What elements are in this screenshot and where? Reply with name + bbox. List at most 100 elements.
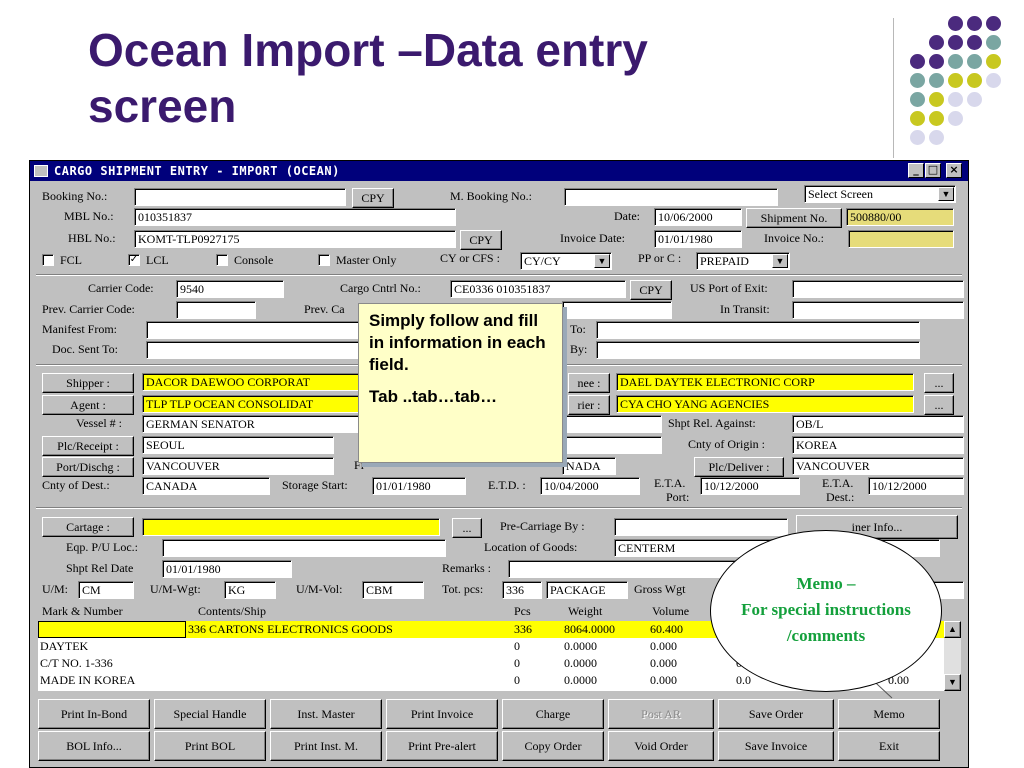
save-order-button[interactable]: Save Order xyxy=(718,699,834,729)
cpy-hbl-button[interactable]: CPY xyxy=(460,230,502,250)
decorative-dot xyxy=(929,35,944,50)
special-handle-button[interactable]: Special Handle xyxy=(154,699,266,729)
consignee-button[interactable]: nee : xyxy=(568,373,610,393)
mbl-label: MBL No.: xyxy=(64,209,114,223)
pp-or-c-dropdown[interactable]: PREPAID ▼ xyxy=(696,252,790,270)
lcl-checkbox[interactable]: ✓ xyxy=(128,254,140,266)
exit-button[interactable]: Exit xyxy=(838,731,940,761)
inst-master-button[interactable]: Inst. Master xyxy=(270,699,382,729)
date-input[interactable]: 10/06/2000 xyxy=(654,208,742,226)
eta-port-input[interactable]: 10/12/2000 xyxy=(700,477,800,495)
print-in-bond-button[interactable]: Print In-Bond xyxy=(38,699,150,729)
row-pcs: 0 xyxy=(514,639,520,653)
plc-deliver-button[interactable]: Plc/Deliver : xyxy=(694,457,784,477)
cpy-cargo-button[interactable]: CPY xyxy=(630,280,672,300)
scroll-down-icon[interactable]: ▼ xyxy=(944,674,961,691)
invoice-no-label: Invoice No.: xyxy=(764,231,824,245)
port-dischg-input[interactable]: VANCOUVER xyxy=(142,457,334,475)
to-input[interactable] xyxy=(596,321,920,339)
bol-info-button[interactable]: BOL Info... xyxy=(38,731,150,761)
post-ar-button[interactable]: Post AR xyxy=(608,699,714,729)
vessel-input[interactable]: GERMAN SENATOR xyxy=(142,415,360,433)
etd-input[interactable]: 10/04/2000 xyxy=(540,477,640,495)
console-checkbox[interactable] xyxy=(216,254,228,266)
print-pre-alert-button[interactable]: Print Pre-alert xyxy=(386,731,498,761)
charge-button[interactable]: Charge xyxy=(502,699,604,729)
select-screen-dropdown[interactable]: Select Screen ▼ xyxy=(804,185,956,203)
tot-pcs-input[interactable]: 336 xyxy=(502,581,542,599)
cy-cfs-dropdown[interactable]: CY/CY ▼ xyxy=(520,252,612,270)
fi-country-input[interactable]: NADA xyxy=(562,457,616,475)
instruction-callout: Simply follow and fill in information in… xyxy=(358,303,563,463)
master-only-checkbox[interactable] xyxy=(318,254,330,266)
cnty-dest-input[interactable]: CANADA xyxy=(142,477,270,495)
invoice-no-input[interactable] xyxy=(848,230,954,248)
prev-carrier-input[interactable] xyxy=(176,301,256,319)
pre-carriage-input[interactable] xyxy=(614,518,788,536)
shpt-rel-against-input[interactable]: OB/L xyxy=(792,415,964,433)
plc-receipt-extra-input[interactable] xyxy=(562,436,662,454)
scroll-up-icon[interactable]: ▲ xyxy=(944,621,961,638)
print-invoice-button[interactable]: Print Invoice xyxy=(386,699,498,729)
um-vol-input[interactable]: CBM xyxy=(362,581,424,599)
consignee-input[interactable]: DAEL DAYTEK ELECTRONIC CORP xyxy=(616,373,914,391)
shpt-rel-date-input[interactable]: 01/01/1980 xyxy=(162,560,292,578)
carrier-input[interactable]: CYA CHO YANG AGENCIES xyxy=(616,395,914,413)
prev-cargo-input[interactable] xyxy=(562,301,672,319)
row-mark[interactable] xyxy=(38,621,186,638)
shipper-input[interactable]: DACOR DAEWOO CORPORAT xyxy=(142,373,360,391)
plc-deliver-input[interactable]: VANCOUVER xyxy=(792,457,964,475)
consignee-lookup-button[interactable]: ... xyxy=(924,373,954,393)
in-transit-input[interactable] xyxy=(792,301,964,319)
agent-input[interactable]: TLP TLP OCEAN CONSOLIDAT xyxy=(142,395,360,413)
storage-start-input[interactable]: 01/01/1980 xyxy=(372,477,466,495)
print-inst-m-button[interactable]: Print Inst. M. xyxy=(270,731,382,761)
shipment-no-input[interactable]: 500880/00 xyxy=(846,208,954,226)
print-bol-button[interactable]: Print BOL xyxy=(154,731,266,761)
us-port-input[interactable] xyxy=(792,280,964,298)
table-row[interactable]: DAYTEK 0 0.0000 0.000 xyxy=(38,638,948,655)
manifest-from-input[interactable] xyxy=(146,321,360,339)
cartage-input[interactable] xyxy=(142,518,440,536)
carrier-lookup-button[interactable]: ... xyxy=(924,395,954,415)
shipper-button[interactable]: Shipper : xyxy=(42,373,134,393)
doc-sent-input[interactable] xyxy=(146,341,360,359)
hbl-input[interactable]: KOMT-TLP0927175 xyxy=(134,230,456,248)
cpy-booking-button[interactable]: CPY xyxy=(352,188,394,208)
close-button[interactable]: × xyxy=(946,163,962,178)
um-wgt-input[interactable]: KG xyxy=(224,581,276,599)
fcl-checkbox[interactable] xyxy=(42,254,54,266)
plc-receipt-input[interactable]: SEOUL xyxy=(142,436,334,454)
package-input[interactable]: PACKAGE xyxy=(546,581,628,599)
carrier-code-input[interactable]: 9540 xyxy=(176,280,284,298)
grid-scrollbar[interactable]: ▲ ▼ xyxy=(944,621,961,691)
window-icon xyxy=(34,165,48,177)
save-invoice-button[interactable]: Save Invoice xyxy=(718,731,834,761)
um-input[interactable]: CM xyxy=(78,581,134,599)
copy-order-button[interactable]: Copy Order xyxy=(502,731,604,761)
eta-dest-input[interactable]: 10/12/2000 xyxy=(868,477,964,495)
decorative-dot xyxy=(948,16,963,31)
by-input[interactable] xyxy=(596,341,920,359)
mbl-input[interactable]: 010351837 xyxy=(134,208,456,226)
decorative-dot xyxy=(967,16,982,31)
minimize-button[interactable]: _ xyxy=(908,163,924,178)
shipment-no-button[interactable]: Shipment No. xyxy=(746,208,842,228)
carrier-button[interactable]: rier : xyxy=(568,395,610,415)
decorative-dot xyxy=(910,73,925,88)
maximize-button[interactable]: □ xyxy=(925,163,941,178)
cargo-cntrl-input[interactable]: CE0336 010351837 xyxy=(450,280,626,298)
port-dischg-button[interactable]: Port/Dischg : xyxy=(42,457,134,477)
cartage-button[interactable]: Cartage : xyxy=(42,517,134,537)
m-booking-input[interactable] xyxy=(564,188,778,206)
invoice-date-input[interactable]: 01/01/1980 xyxy=(654,230,742,248)
agent-button[interactable]: Agent : xyxy=(42,395,134,415)
void-order-button[interactable]: Void Order xyxy=(608,731,714,761)
plc-receipt-button[interactable]: Plc/Receipt : xyxy=(42,436,134,456)
voyage-input[interactable] xyxy=(562,415,662,433)
memo-button[interactable]: Memo xyxy=(838,699,940,729)
cartage-lookup-button[interactable]: ... xyxy=(452,518,482,538)
cnty-origin-input[interactable]: KOREA xyxy=(792,436,964,454)
booking-input[interactable] xyxy=(134,188,346,206)
eqp-pu-input[interactable] xyxy=(162,539,446,557)
